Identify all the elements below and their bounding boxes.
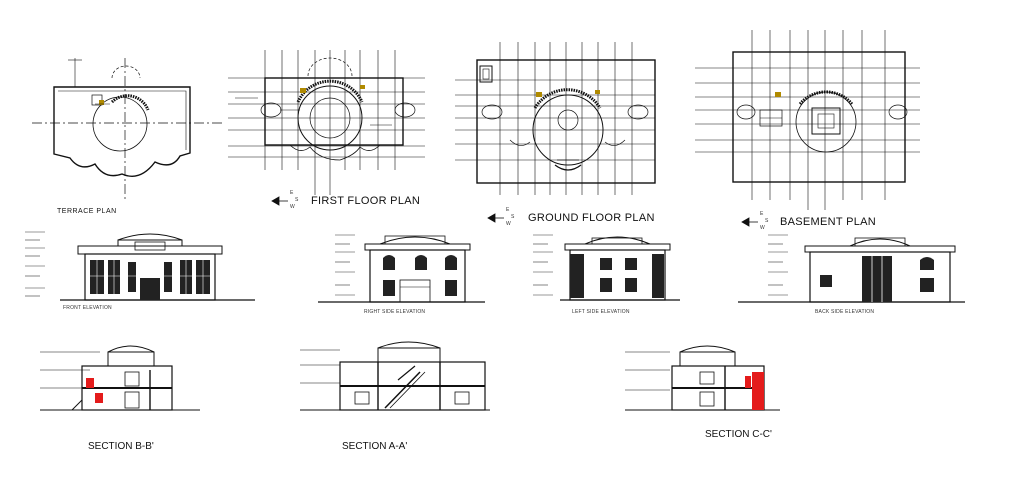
left-side-elevation [560, 236, 680, 301]
section-cc [625, 345, 780, 411]
left-side-elevation-title: LEFT SIDE ELEVATION [572, 309, 630, 315]
front-elevation-title: FRONT ELEVATION [63, 305, 112, 311]
compass-arrows [271, 196, 758, 227]
terrace-plan [32, 58, 225, 200]
front-elevation [60, 233, 255, 301]
compass-w: W [290, 204, 295, 210]
compass-s: S [295, 197, 299, 203]
right-side-elevation-title: RIGHT SIDE ELEVATION [364, 309, 426, 315]
compass-ground-floor: E S W [505, 207, 535, 229]
compass-e: E [506, 207, 510, 213]
compass-s: S [765, 218, 769, 224]
level-markers [25, 231, 788, 297]
compass-w: W [760, 225, 765, 231]
compass-w: W [506, 221, 511, 227]
back-side-elevation-title: BACK SIDE ELEVATION [815, 309, 875, 315]
first-floor-plan-title: FIRST FLOOR PLAN [311, 195, 421, 207]
compass-e: E [290, 190, 294, 196]
compass-first-floor: E S W [289, 190, 319, 212]
ground-floor-plan-title: GROUND FLOOR PLAN [528, 212, 655, 224]
section-cc-title: SECTION C-C' [705, 429, 772, 440]
terrace-plan-title: TERRACE PLAN [57, 208, 117, 215]
compass-s: S [511, 214, 515, 220]
section-aa [300, 341, 490, 411]
section-bb [40, 345, 200, 411]
compass-basement: E S W [759, 211, 789, 233]
right-side-elevation [318, 235, 485, 303]
section-bb-title: SECTION B-B' [88, 441, 154, 452]
back-side-elevation [738, 237, 965, 303]
basement-plan [695, 30, 920, 210]
first-floor-plan [228, 50, 425, 195]
ground-floor-plan [455, 42, 656, 195]
compass-e: E [760, 211, 764, 217]
basement-plan-title: BASEMENT PLAN [780, 216, 877, 228]
section-aa-title: SECTION A-A' [342, 441, 408, 452]
